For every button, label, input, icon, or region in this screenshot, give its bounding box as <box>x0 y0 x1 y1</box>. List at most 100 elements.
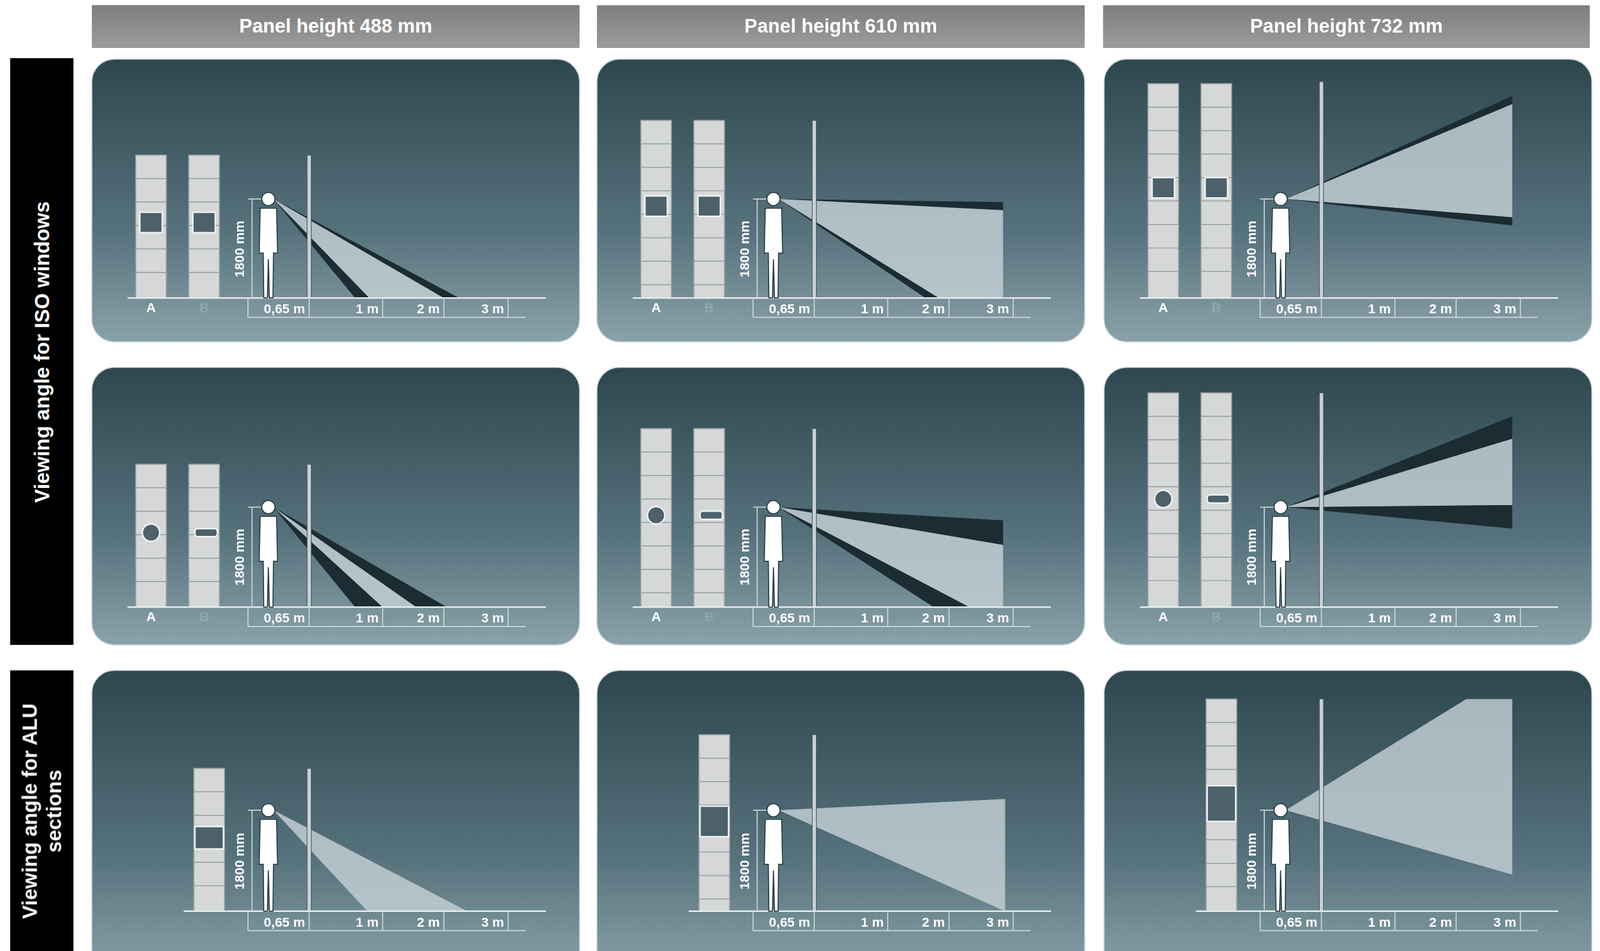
distance-label: 2 m <box>921 301 946 317</box>
panel <box>91 670 580 951</box>
viewing-cone <box>778 198 940 298</box>
cabinet-section <box>1200 200 1232 202</box>
ground-line <box>1196 910 1559 913</box>
cabinet-section <box>1206 886 1238 888</box>
distance-tick <box>1012 912 1014 931</box>
cabinet-section <box>694 143 725 145</box>
cabinet-section <box>698 875 730 877</box>
distance-label: 0,65 m <box>768 915 811 930</box>
glass-pane <box>812 120 817 298</box>
cabinet-section <box>1200 556 1232 558</box>
distance-tick <box>887 608 889 627</box>
cabinet-section <box>1200 130 1232 132</box>
distance-tick <box>381 608 384 627</box>
slot-window <box>699 511 723 520</box>
ground-line <box>1139 606 1559 609</box>
cabinet-section <box>694 498 725 500</box>
person-body <box>764 819 783 912</box>
person-head <box>766 500 780 514</box>
cabinet-section <box>1148 247 1179 249</box>
cabinet-section <box>1200 439 1232 441</box>
height-dimension: 1800 mm <box>737 220 753 278</box>
iso-window <box>698 196 721 217</box>
cabinet-label: A <box>1158 300 1168 316</box>
distance-label: 3 m <box>481 611 505 626</box>
height-dimension: 1800 mm <box>232 220 247 278</box>
distance-label: 0,65 m <box>263 915 305 930</box>
height-tick <box>248 198 264 200</box>
header-text: Viewing angle for ISO windows <box>29 75 54 628</box>
panel-ground <box>596 59 1085 342</box>
cabinet-section <box>694 260 725 262</box>
cabinet-section <box>1206 745 1238 747</box>
cabinet-section <box>640 545 672 547</box>
distance-line <box>248 316 526 318</box>
distance-label: 1 m <box>1367 611 1391 626</box>
cabinet <box>1200 392 1232 607</box>
cabinet-section <box>1148 439 1179 441</box>
cabinet-label: B <box>704 609 715 625</box>
height-tick <box>753 809 769 811</box>
height-dimension: 1800 mm <box>1244 528 1259 586</box>
distance-label: 1 m <box>1367 301 1391 317</box>
slot-window <box>1207 495 1230 504</box>
viewing-cone <box>778 506 970 607</box>
distance-label: 0,65 m <box>768 611 811 626</box>
distance-tick <box>887 912 889 931</box>
distance-tick <box>1455 299 1457 318</box>
header-text: Panel height 488 mm <box>239 15 433 38</box>
cabinet-label: B <box>704 300 715 316</box>
cabinet-section <box>188 271 220 273</box>
column-header: Panel height 610 mm <box>596 5 1085 48</box>
panel <box>596 367 1085 645</box>
person-body <box>259 208 278 299</box>
cabinet-section <box>640 260 672 262</box>
cabinet-label: B <box>1211 609 1222 625</box>
panel-ground <box>91 367 580 645</box>
distance-tick <box>381 912 384 931</box>
cabinet-section <box>640 474 672 477</box>
cabinet-section <box>1148 271 1179 273</box>
cabinet-section <box>1148 580 1179 582</box>
panel <box>1104 59 1593 342</box>
distance-tick <box>1259 912 1261 931</box>
cabinet <box>1148 392 1179 607</box>
cabinet-section <box>188 557 220 559</box>
cabinet <box>1206 698 1238 911</box>
panel-ground <box>91 670 580 951</box>
distance-label: 3 m <box>986 611 1010 626</box>
distance-label: 0,65 m <box>263 301 305 317</box>
distance-line <box>248 930 526 932</box>
distance-label: 1 m <box>355 301 379 317</box>
cabinet-section <box>1200 415 1232 417</box>
distance-line <box>1260 625 1538 628</box>
distance-label: 0,65 m <box>1276 611 1318 626</box>
person-body <box>259 516 278 607</box>
height-line <box>1263 810 1265 912</box>
cabinet-section <box>640 284 672 286</box>
height-tick <box>753 506 769 509</box>
distance-label: 1 m <box>860 915 885 930</box>
cabinet-section <box>694 592 725 594</box>
cabinet-section <box>640 237 672 239</box>
glass-pane <box>812 428 817 608</box>
cabinet-section <box>1200 247 1232 249</box>
cabinet-label: A <box>1158 609 1168 625</box>
cabinet-section <box>694 569 725 571</box>
cabinet-section <box>1200 509 1232 512</box>
glass-pane <box>1319 81 1324 298</box>
cabinet-section <box>640 592 672 594</box>
height-line <box>756 198 758 298</box>
cabinet-section <box>135 271 167 273</box>
cabinet-section <box>694 451 725 453</box>
cabinet <box>694 120 725 298</box>
distance-label: 3 m <box>986 301 1010 317</box>
distance-label: 3 m <box>986 915 1010 930</box>
ground-line <box>127 606 546 609</box>
iso-window <box>193 211 216 233</box>
cabinet-section <box>193 814 225 816</box>
panel-ground <box>1104 59 1593 342</box>
cabinet-section <box>188 487 220 489</box>
person-head <box>1273 500 1287 514</box>
distance-tick <box>752 608 754 627</box>
